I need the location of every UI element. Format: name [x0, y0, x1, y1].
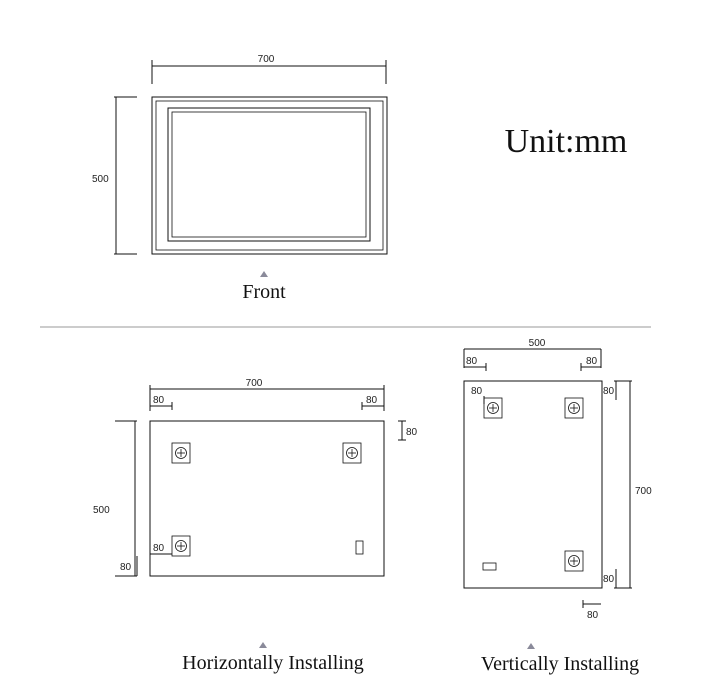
horizontal-top-offset-label: 80 — [406, 427, 418, 438]
vertical-width-dimension: 500 — [463, 338, 602, 368]
front-caption: Front — [242, 281, 286, 303]
vertical-height-dimension: 700 — [614, 380, 652, 589]
hanging-bracket-icon — [564, 550, 584, 572]
horizontal-height-dimension: 500 — [93, 420, 137, 577]
horizontal-height-label: 500 — [93, 505, 110, 516]
vertical-bottom-offset-label: 80 — [587, 610, 599, 621]
vertical-top-right-offset-dimension: 80 — [603, 381, 617, 400]
front-mirror-frame-edge — [155, 100, 384, 251]
vertical-left-offset-dimension: 80 — [464, 356, 487, 371]
front-view: 700 500 Front — [92, 54, 388, 303]
horizontal-inner-offset-dimension: 80 — [150, 543, 172, 555]
horizontal-top-offset-dimension: 80 — [398, 420, 418, 441]
vertical-right-offset-label: 80 — [586, 356, 598, 367]
vertical-inner-offset-label: 80 — [471, 386, 483, 397]
vertical-height-label: 700 — [635, 486, 652, 497]
horizontal-left-offset-label: 80 — [153, 395, 165, 406]
hanging-bracket-icon — [564, 397, 584, 419]
front-mirror-glass — [167, 107, 371, 242]
front-height-label: 500 — [92, 174, 109, 185]
vertical-mirror-back-panel — [463, 380, 603, 589]
horizontal-bottom-offset-dimension: 80 — [120, 556, 138, 576]
front-mirror-glass-inner — [171, 111, 367, 238]
front-width-dimension: 700 — [151, 54, 387, 84]
horizontal-bottom-offset-label: 80 — [120, 562, 132, 573]
horizontal-inner-offset-label: 80 — [153, 543, 165, 554]
vertical-width-label: 500 — [529, 338, 546, 349]
horizontal-caption: Horizontally Installing — [182, 652, 364, 674]
vertical-top-right-offset-label: 80 — [603, 386, 615, 397]
vertical-view: 500 80 80 80 700 80 — [463, 338, 652, 675]
vertical-caption: Vertically Installing — [481, 653, 639, 675]
horizontal-right-offset-label: 80 — [366, 395, 378, 406]
vertical-bottom-offset-dimension: 80 — [582, 600, 601, 621]
unit-label: Unit:mm — [505, 123, 628, 160]
horizontal-view: 700 80 80 80 500 8 — [93, 378, 418, 674]
front-mirror-outer-frame — [151, 96, 388, 255]
vertical-caption-marker — [527, 643, 535, 649]
horizontal-right-offset-dimension: 80 — [361, 395, 384, 410]
hanging-bracket-icon — [171, 442, 191, 464]
switch-icon — [355, 540, 364, 555]
hanging-bracket-icon — [483, 397, 503, 419]
vertical-right-offset-dimension: 80 — [580, 356, 601, 371]
switch-icon — [482, 562, 497, 571]
front-caption-marker — [260, 271, 268, 277]
front-height-dimension: 500 — [92, 96, 137, 255]
hanging-bracket-icon — [171, 535, 191, 557]
horizontal-mirror-back-panel — [149, 420, 385, 577]
horizontal-width-label: 700 — [246, 378, 263, 389]
vertical-left-offset-label: 80 — [466, 356, 478, 367]
horizontal-left-offset-dimension: 80 — [150, 395, 173, 410]
vertical-bottom-right-offset-dimension: 80 — [603, 569, 617, 588]
horizontal-width-dimension: 700 — [149, 378, 385, 411]
front-width-label: 700 — [258, 54, 275, 65]
horizontal-caption-marker — [259, 642, 267, 648]
vertical-inner-offset-dimension: 80 — [471, 386, 485, 404]
hanging-bracket-icon — [342, 442, 362, 464]
vertical-bottom-right-offset-label: 80 — [603, 574, 615, 585]
